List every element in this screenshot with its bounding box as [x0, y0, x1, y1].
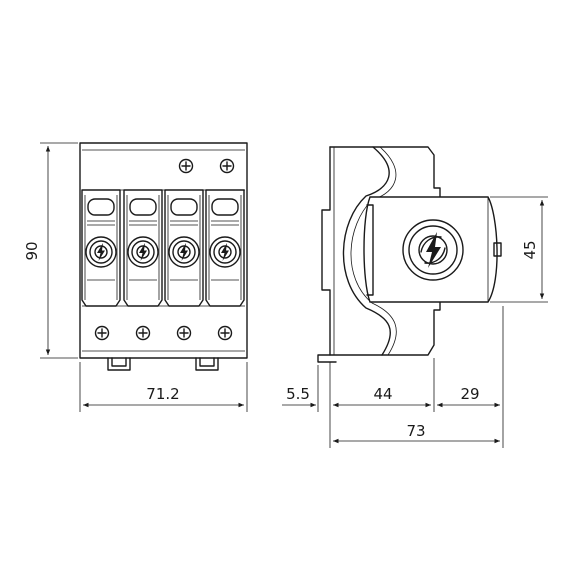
screw-terminal-icon [94, 325, 110, 341]
bottom-screw-terminals [94, 325, 233, 341]
screw-terminal-icon [135, 325, 151, 341]
front-width-dimension: 71.2 [79, 362, 248, 412]
top-screw-terminals [178, 158, 235, 174]
lightning-bolt-icon [168, 236, 200, 268]
protection-module [123, 189, 163, 307]
side-offset-label: 5.5 [286, 385, 310, 403]
screw-terminal-icon [217, 325, 233, 341]
lightning-bolt-icon [402, 219, 464, 281]
cap-height-label: 45 [521, 240, 539, 259]
lightning-bolt-icon [209, 236, 241, 268]
din-rail-profile [317, 146, 337, 363]
plug-in-cap [363, 196, 502, 303]
protection-module [81, 189, 121, 307]
screw-terminal-icon [219, 158, 235, 174]
lightning-bolt-icon [127, 236, 159, 268]
screw-terminal-icon [176, 325, 192, 341]
cap-height-dimension: 45 [490, 196, 548, 303]
side-curved-slot [342, 146, 391, 356]
front-width-label: 71.2 [146, 385, 179, 403]
protection-module [205, 189, 245, 307]
din-rail-clips [107, 357, 219, 371]
screw-terminal-icon [178, 158, 194, 174]
side-body-label: 44 [373, 385, 392, 403]
front-housing [79, 142, 248, 359]
side-view [317, 146, 502, 363]
side-total-label: 73 [406, 422, 425, 440]
lightning-bolt-icon [85, 236, 117, 268]
protection-modules [81, 189, 245, 307]
protection-module [164, 189, 204, 307]
front-view [79, 142, 248, 371]
height-label: 90 [23, 241, 41, 260]
side-cap-label: 29 [460, 385, 479, 403]
height-dimension: 90 [23, 142, 78, 359]
side-dimensions: 5.5 44 29 73 [282, 306, 504, 448]
